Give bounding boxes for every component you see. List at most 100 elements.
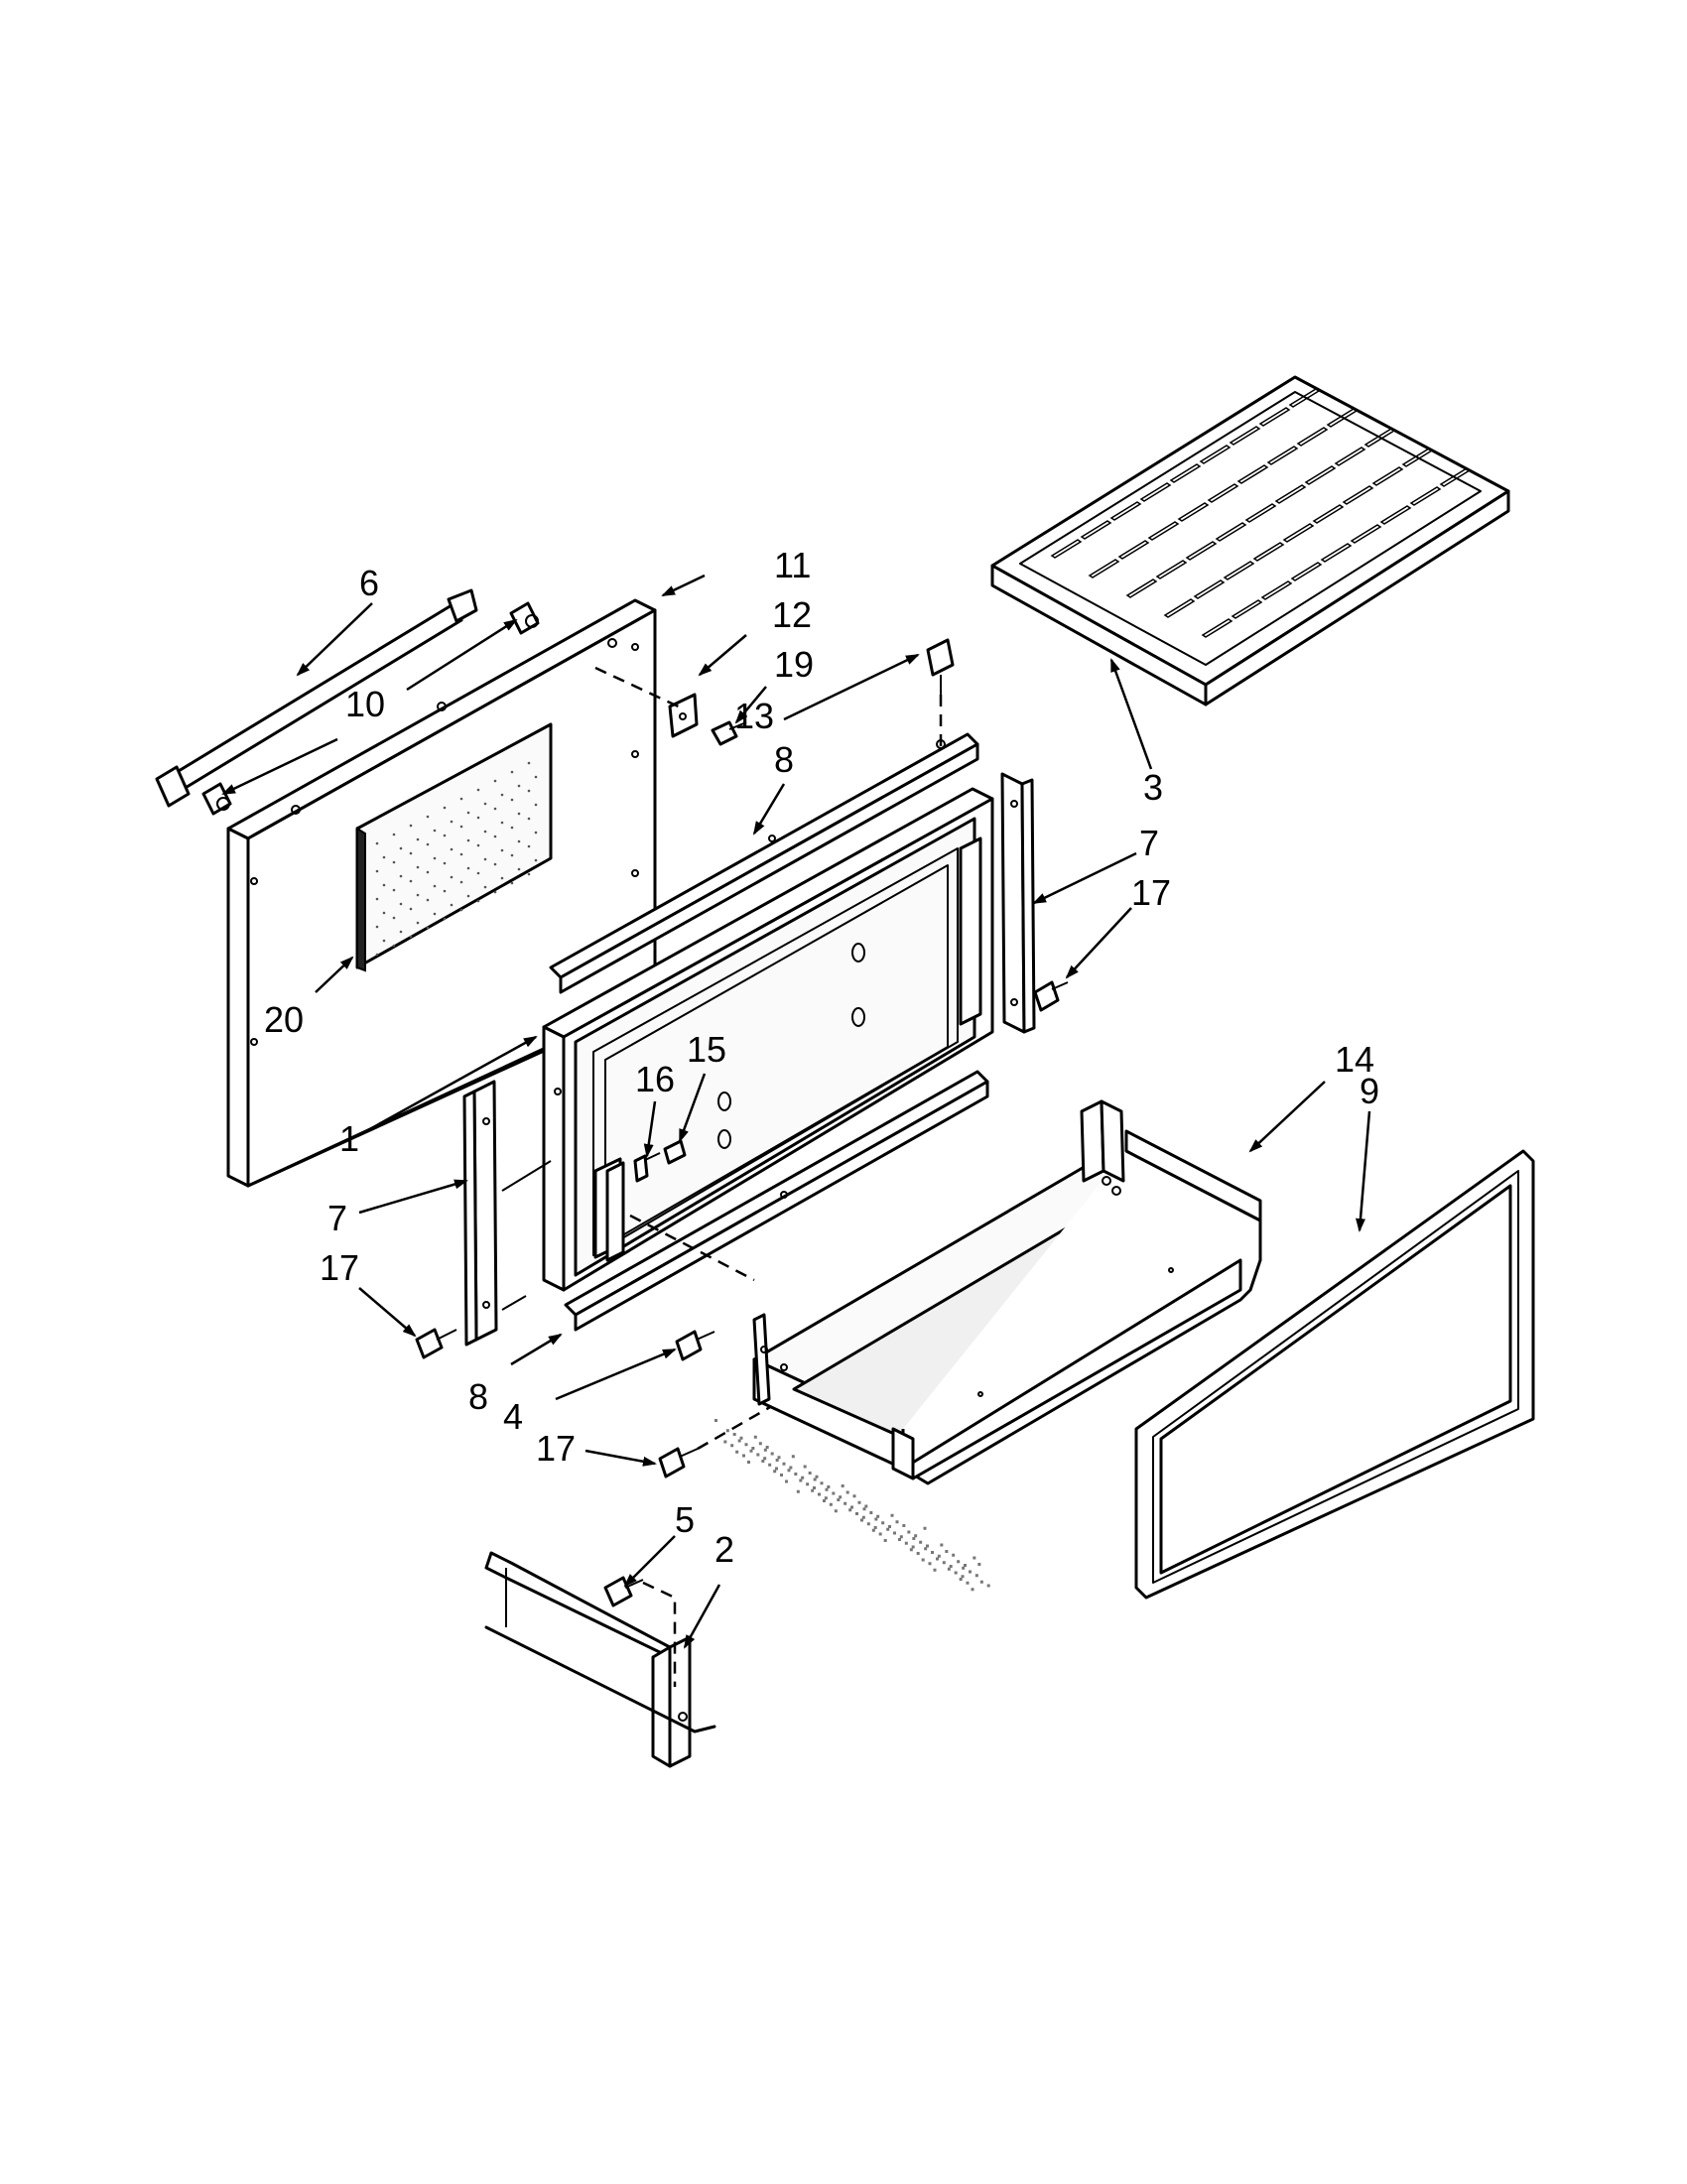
ghost-dot [775,1459,779,1462]
panel-dot [459,852,463,856]
panel-dot [510,853,514,857]
ghost-dot [730,1444,734,1448]
ghost-dot [916,1552,920,1555]
panel-dot [433,856,437,860]
ghost-dot [794,1473,798,1476]
rack-slot [1266,446,1299,465]
ghost-dot [888,1525,891,1528]
panel-dot [409,851,413,855]
ghost-dot [763,1448,767,1452]
panel-dot [375,869,379,873]
rack-slot [1282,523,1315,543]
panel-dot [399,930,403,934]
ghost-dot [957,1560,961,1564]
rack-slot [1304,465,1337,485]
panel-dot [483,830,487,834]
rack-slot [1177,502,1210,522]
ghost-dot [780,1474,783,1477]
callout-8a: 8 [774,739,794,780]
ghost-dot [914,1534,918,1538]
rack-slot [1199,445,1232,464]
ghost-dot [824,1496,828,1500]
panel-dot [392,833,396,836]
ghost-dot [844,1501,847,1505]
panel-dot [416,837,420,841]
panel-dot [426,926,430,930]
panel-dot [450,903,454,907]
drawer-ghost-dots [714,1419,990,1592]
ghost-dot [815,1475,819,1478]
callout-13: 13 [734,696,774,736]
rack-slot [1223,561,1255,580]
ghost-dot [770,1452,774,1456]
rack-slot [1155,560,1188,579]
ghost-dot [871,1528,875,1532]
inner-door-frame-part [542,787,994,1292]
callout-2: 2 [714,1529,734,1570]
rack-slot [1236,464,1269,484]
ghost-dot [852,1494,856,1498]
ghost-dot [799,1478,803,1482]
ghost-dot [775,1467,778,1471]
rack-slot [1342,485,1374,505]
rack-slot [1169,463,1202,483]
panel-dot [534,831,538,835]
callout-5: 5 [675,1499,695,1540]
ghost-dot [926,1544,929,1548]
ghost-dot [973,1556,976,1560]
leader-lines [221,574,1371,1649]
panel-dot [466,894,470,898]
rack-slot [1117,540,1150,560]
panel-dot [382,883,386,887]
panel-dot [382,939,386,943]
ghost-dot [841,1484,844,1487]
ghost-dot [952,1553,956,1557]
rack-slot [1109,501,1142,521]
panel-dot [476,843,480,847]
ghost-dot [725,1429,729,1433]
ghost-dot [777,1456,781,1460]
ghost-dot [883,1539,887,1542]
panel-dot [493,835,497,838]
panel-dot [399,874,403,878]
panel-dot [466,811,470,815]
rack-slot [1401,448,1434,467]
panel-dot [466,838,470,842]
ghost-dot [969,1570,972,1574]
panel-dot [416,893,420,897]
panel-dot [375,953,379,957]
ghost-dot [808,1472,812,1475]
ghost-dot [787,1469,791,1473]
panel-dot [466,866,470,870]
ghost-dot [823,1499,826,1502]
ghost-dot [827,1485,831,1488]
panel-dot [476,899,480,903]
ghost-dot [933,1568,937,1572]
ghost-dot [768,1463,772,1467]
callout-19: 19 [774,644,814,685]
callout-20: 20 [264,999,304,1040]
callout-17c: 17 [536,1428,576,1469]
ghost-dot [898,1538,901,1541]
ghost-dot [765,1446,769,1449]
ghost-dot [869,1511,873,1514]
callout-15: 15 [687,1029,726,1070]
rack-slot [1193,579,1226,599]
ghost-dot [820,1481,824,1485]
ghost-dot [756,1453,760,1457]
ghost-dot [881,1521,885,1525]
ghost-dot [845,1490,849,1494]
ghost-dot [945,1550,949,1553]
ghost-dot [714,1419,717,1422]
rack-slot [1320,543,1353,563]
ghost-dot [923,1526,927,1530]
panel-dot [527,844,531,848]
panel-dot [443,917,447,921]
drawer-gasket-part [1134,1149,1535,1600]
ghost-dot [813,1486,816,1489]
ghost-dot [855,1512,858,1515]
ghost-dot [857,1500,861,1504]
rack-slot [1379,505,1412,525]
rack-slot [1258,407,1291,427]
